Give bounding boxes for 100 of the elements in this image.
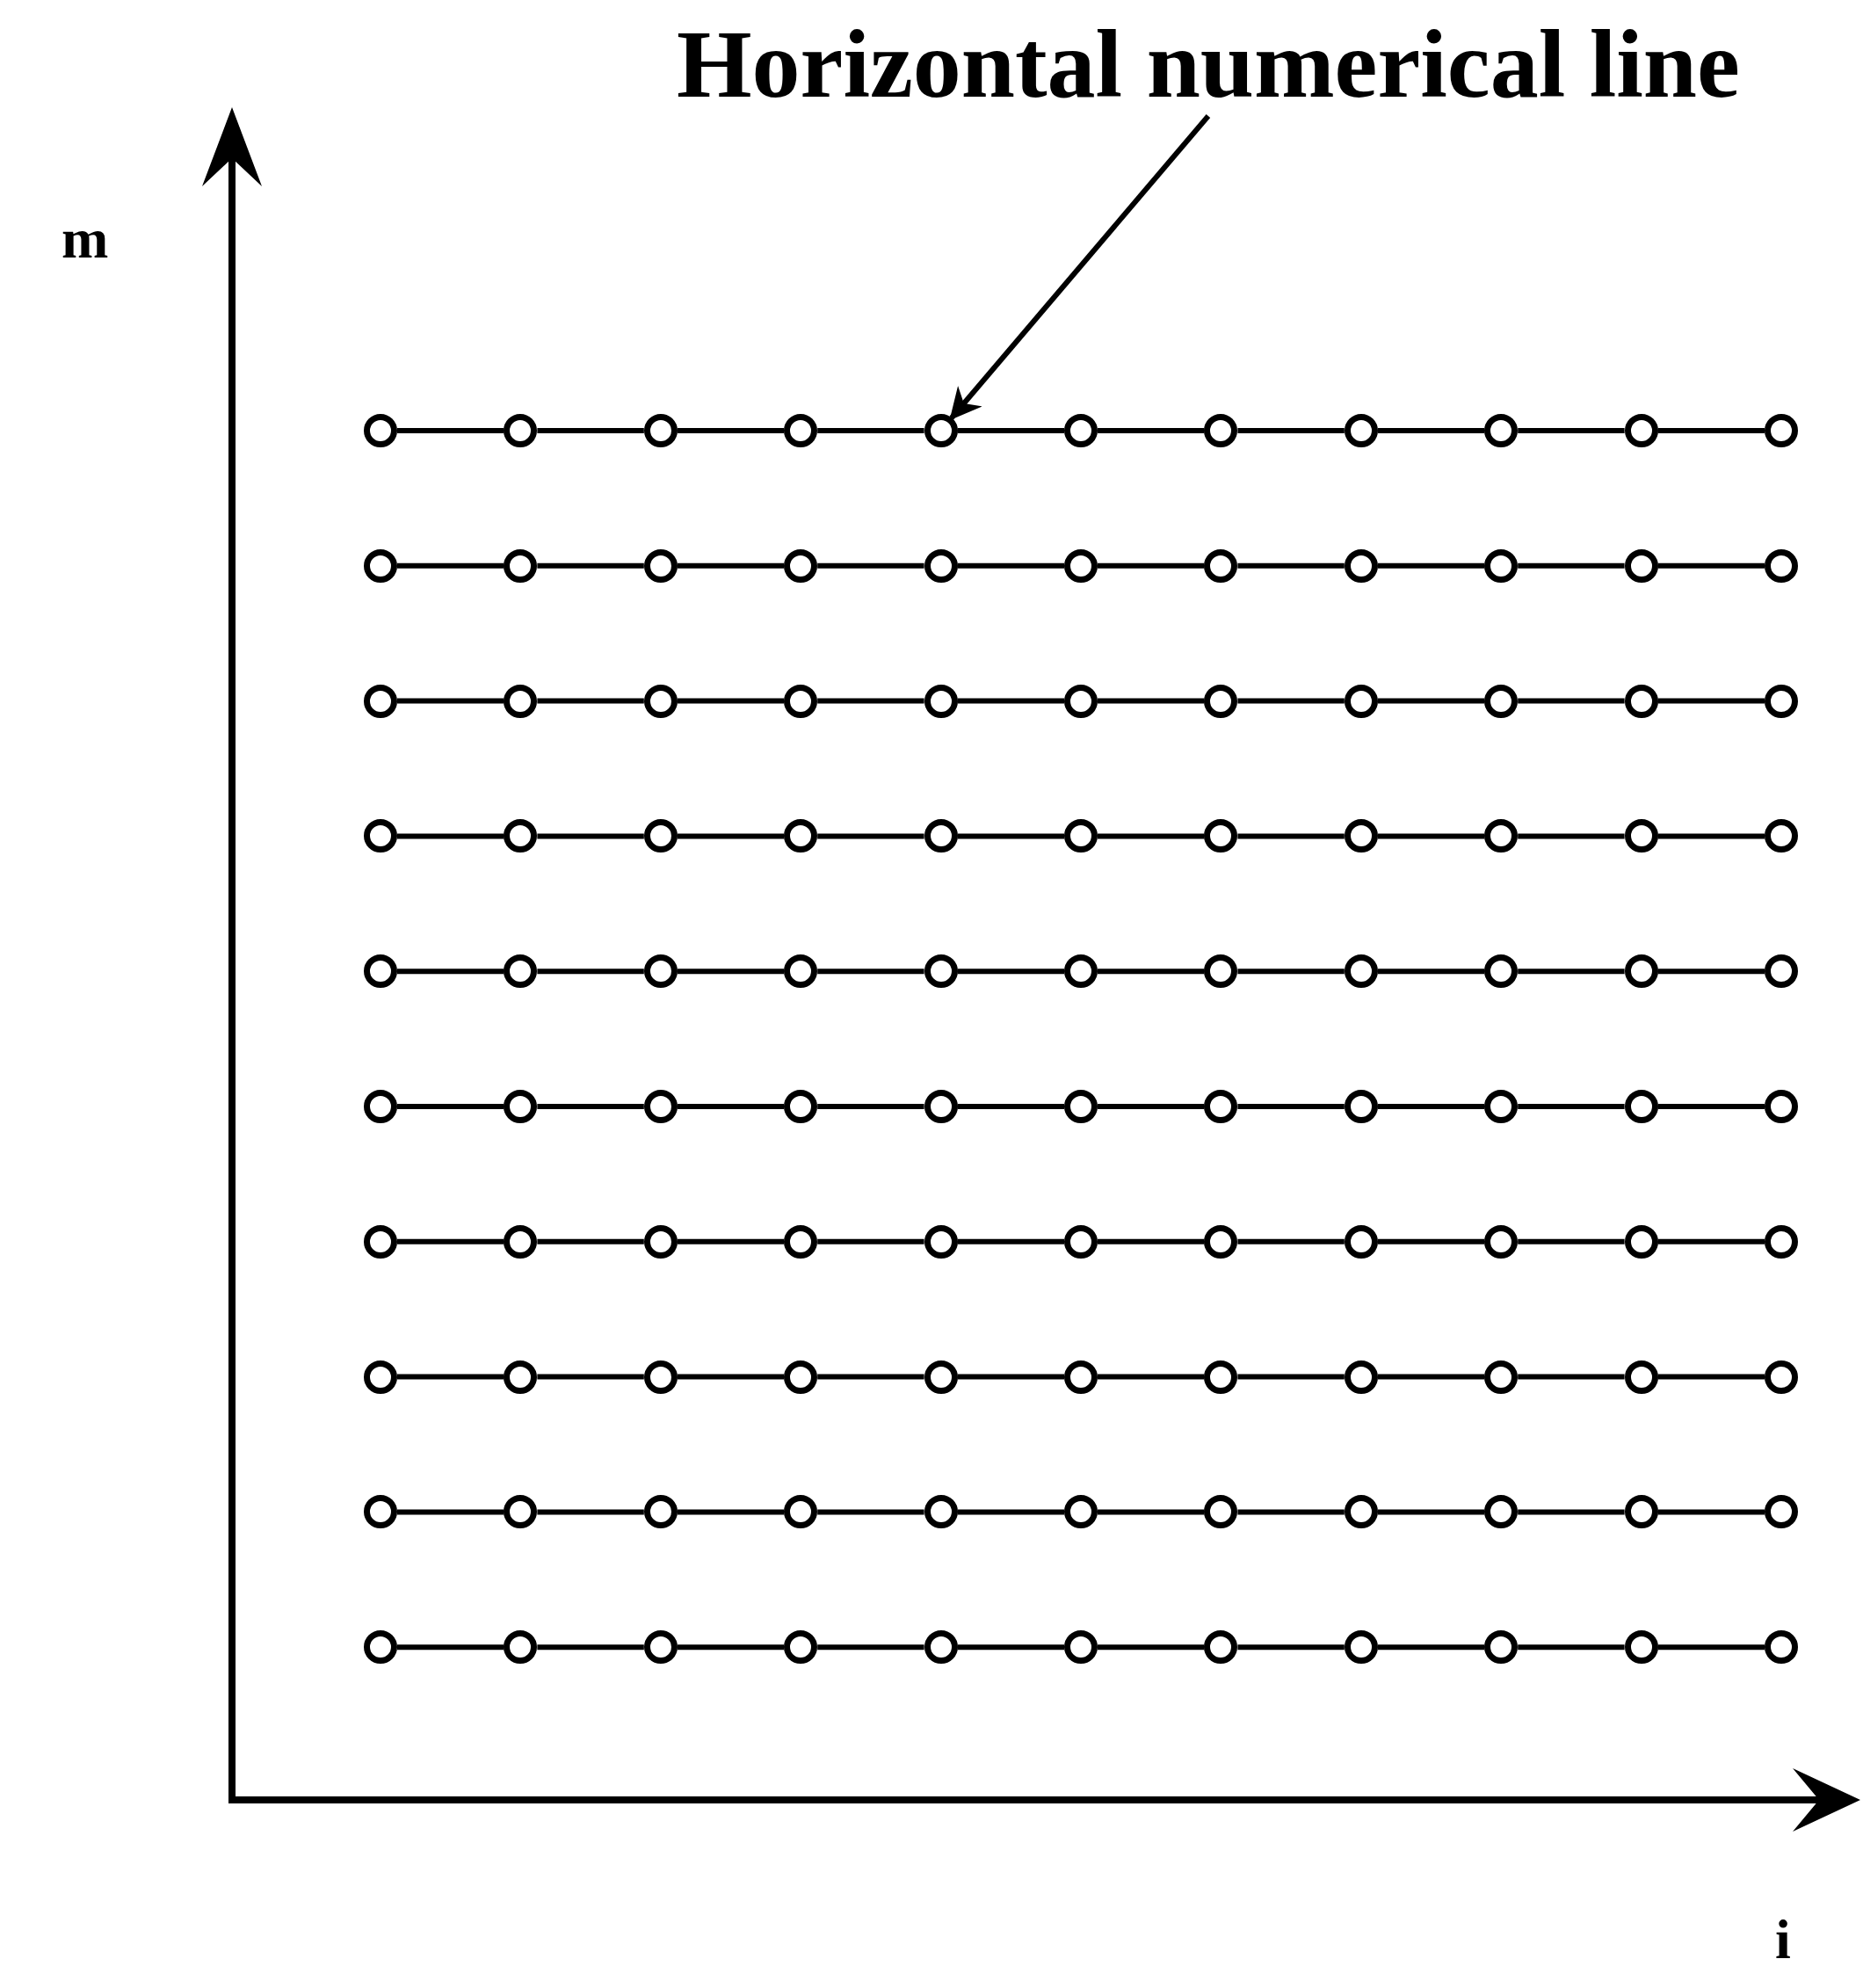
connector-line: [957, 698, 1064, 704]
connector-line: [1237, 698, 1345, 704]
node-circle: [1624, 1630, 1658, 1665]
node-circle: [784, 1090, 818, 1123]
node-circle: [1064, 414, 1098, 447]
connector-line: [1377, 1644, 1485, 1651]
connector-line: [677, 698, 785, 704]
node-circle: [1064, 1630, 1098, 1665]
connector-line: [1237, 562, 1345, 569]
node-circle: [1344, 1090, 1378, 1123]
node-circle: [784, 1495, 818, 1529]
node-circle: [1765, 954, 1798, 989]
node-circle: [504, 1495, 538, 1529]
connector-line: [677, 833, 785, 839]
node-circle: [643, 548, 678, 583]
connector-line: [397, 1104, 504, 1109]
connector-line: [1237, 428, 1345, 433]
node-circle: [364, 1630, 397, 1665]
node-circle: [1344, 414, 1378, 447]
connector-line: [1518, 833, 1625, 839]
connector-line: [1237, 969, 1345, 975]
node-circle: [1344, 684, 1378, 718]
connector-line: [957, 1509, 1064, 1515]
connector-line: [397, 1238, 504, 1244]
node-circle: [1344, 1360, 1378, 1394]
node-circle: [364, 548, 397, 583]
connector-line: [949, 114, 1211, 421]
connector-line: [1518, 1644, 1625, 1651]
connector-line: [677, 1374, 785, 1380]
node-circle: [1484, 1630, 1519, 1665]
connector-line: [1657, 1238, 1765, 1244]
node-circle: [1344, 1630, 1378, 1665]
node-circle: [504, 1224, 538, 1259]
node-circle: [1204, 1224, 1238, 1259]
node-circle: [1624, 1090, 1658, 1123]
node-circle: [504, 684, 538, 718]
connector-line: [1098, 969, 1205, 975]
node-circle: [364, 819, 397, 853]
node-circle: [924, 1090, 958, 1123]
connector-line: [1657, 698, 1765, 704]
connector-line: [817, 562, 924, 569]
node-circle: [504, 1090, 538, 1123]
node-circle: [643, 1360, 678, 1394]
node-circle: [1344, 548, 1378, 583]
node-circle: [364, 1495, 397, 1529]
connector-line: [957, 969, 1064, 975]
node-circle: [924, 1495, 958, 1529]
connector-line: [957, 833, 1064, 839]
connector-line: [817, 1644, 924, 1651]
connector-line: [1657, 1644, 1765, 1651]
connector-line: [537, 1509, 644, 1515]
node-circle: [1765, 1090, 1798, 1123]
connector-line: [1518, 969, 1625, 975]
node-circle: [784, 548, 818, 583]
connector-line: [817, 1104, 924, 1109]
connector-line: [1237, 1104, 1345, 1109]
connector-line: [1518, 1238, 1625, 1244]
node-circle: [1204, 1360, 1238, 1394]
connector-line: [537, 428, 644, 433]
connector-line: [1237, 1238, 1345, 1244]
connector-line: [1098, 562, 1205, 569]
connector-line: [537, 969, 644, 975]
node-circle: [924, 684, 958, 718]
connector-line: [677, 1644, 785, 1651]
node-circle: [1064, 954, 1098, 989]
connector-line: [677, 428, 785, 433]
callout-text: Horizontal numerical line: [677, 16, 1740, 112]
connector-line: [1657, 562, 1765, 569]
node-circle: [364, 684, 397, 718]
connector-line: [537, 562, 644, 569]
node-circle: [1204, 414, 1238, 447]
node-circle: [1344, 1495, 1378, 1529]
connector-line: [397, 833, 504, 839]
node-circle: [1484, 414, 1519, 447]
node-circle: [1624, 548, 1658, 583]
connector-line: [1657, 833, 1765, 839]
node-circle: [1484, 548, 1519, 583]
connector-line: [957, 1104, 1064, 1109]
node-circle: [643, 1224, 678, 1259]
connector-line: [957, 1238, 1064, 1244]
node-circle: [1064, 1495, 1098, 1529]
connector-line: [1098, 698, 1205, 704]
connector-line: [537, 1374, 644, 1380]
connector-line: [397, 428, 504, 433]
connector-line: [677, 1509, 785, 1515]
node-circle: [1064, 1090, 1098, 1123]
node-circle: [1624, 1360, 1658, 1394]
node-circle: [1484, 1495, 1519, 1529]
node-circle: [1064, 1360, 1098, 1394]
node-circle: [1484, 684, 1519, 718]
connector-line: [537, 1104, 644, 1109]
connector-line: [677, 562, 785, 569]
node-circle: [1624, 954, 1658, 989]
connector-line: [1377, 833, 1485, 839]
connector-line: [817, 428, 924, 433]
node-circle: [924, 1224, 958, 1259]
node-circle: [364, 1360, 397, 1394]
node-circle: [1765, 684, 1798, 718]
connector-line: [537, 833, 644, 839]
connector-line: [957, 1374, 1064, 1380]
